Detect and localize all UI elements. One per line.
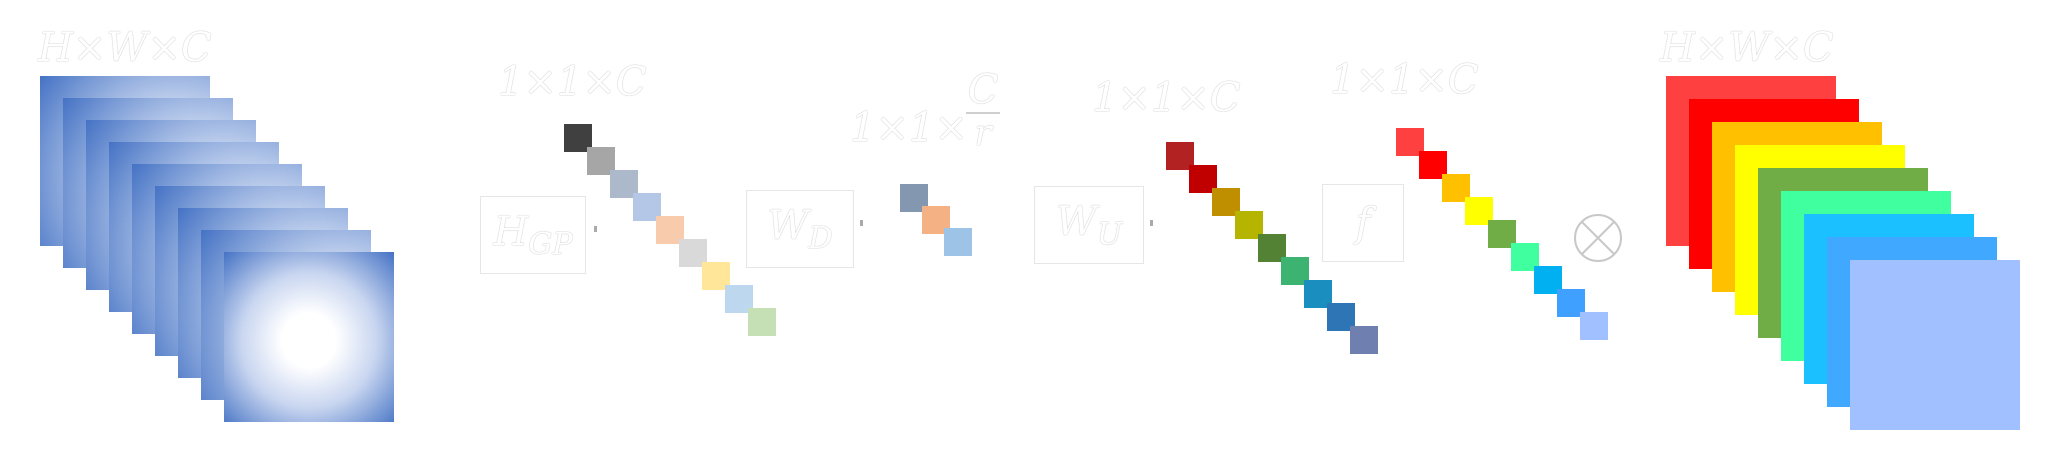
down-connector — [860, 220, 863, 226]
up-projection-operator: WU — [1034, 186, 1144, 264]
f-symbol: f — [1355, 200, 1371, 246]
down-cell-3 — [944, 228, 972, 256]
output-dims-label: H×W×C — [1660, 25, 1834, 71]
wd-symbol: WD — [767, 202, 833, 256]
act-cell-9 — [1580, 312, 1608, 340]
global-pooling-operator: HGP — [480, 196, 586, 274]
down-fraction-denominator: r — [974, 113, 992, 154]
activation-operator: f — [1322, 184, 1404, 262]
down-projection-operator: WD — [746, 190, 854, 268]
input-map-9 — [224, 252, 394, 422]
hgp-symbol: HGP — [493, 208, 573, 262]
activation-output-label: 1×1×C — [1330, 57, 1479, 103]
up-output-label: 1×1×C — [1092, 75, 1241, 121]
up-cell-9 — [1350, 326, 1378, 354]
gap-output-label: 1×1×C — [498, 59, 647, 105]
up-connector — [1150, 220, 1153, 226]
fraction-bar — [966, 112, 1000, 114]
wu-symbol: WU — [1055, 198, 1123, 252]
down-output-label-prefix: 1×1× — [850, 105, 968, 151]
multiply-icon — [1574, 214, 1622, 262]
gap-connector — [594, 226, 597, 232]
down-output-fraction: C r — [966, 70, 1000, 152]
input-dims-label: H×W×C — [38, 25, 212, 71]
gap-cell-9 — [748, 308, 776, 336]
output-map-9 — [1850, 260, 2020, 430]
down-fraction-numerator: C — [967, 67, 999, 113]
